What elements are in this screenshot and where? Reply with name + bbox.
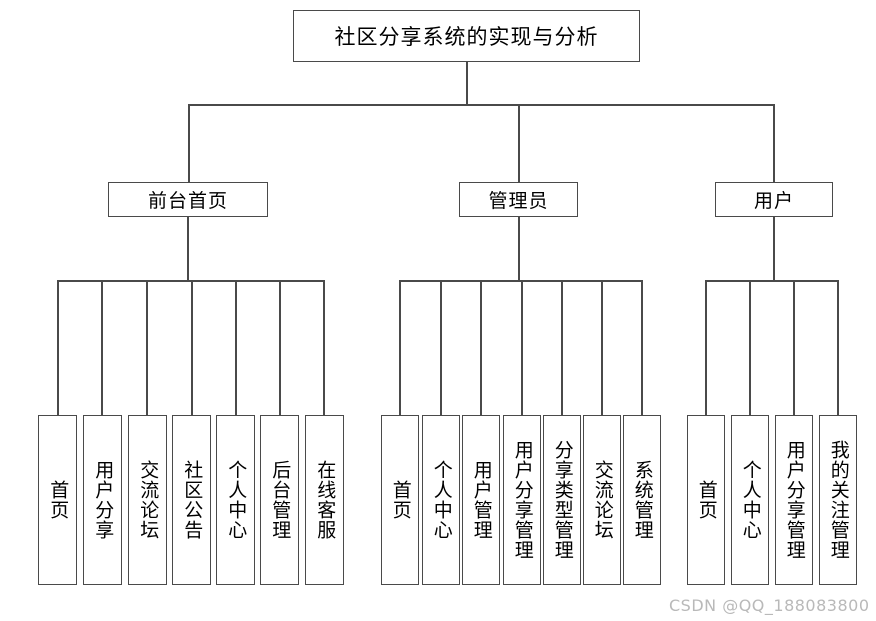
- edge-admin-drop: [518, 217, 520, 281]
- leaf-node-admin-7[interactable]: 系统管理: [623, 415, 661, 585]
- leaf-node-user-1-label: 首页: [695, 480, 718, 520]
- edge-admin-leaf-4: [521, 280, 523, 416]
- leaf-node-frontend-5[interactable]: 个人中心: [216, 415, 255, 585]
- edge-frontend-drop: [187, 217, 189, 281]
- leaf-node-admin-6[interactable]: 交流论坛: [583, 415, 621, 585]
- edge-bus-to-branch-3: [773, 104, 775, 183]
- edge-frontend-leaf-2: [101, 280, 103, 416]
- branch-node-frontend[interactable]: 前台首页: [108, 182, 268, 217]
- edge-admin-leaf-3: [480, 280, 482, 416]
- edge-user-leaf-2: [749, 280, 751, 416]
- leaf-node-user-1[interactable]: 首页: [687, 415, 725, 585]
- edge-admin-leaf-7: [641, 280, 643, 416]
- edge-user-bus: [705, 280, 838, 282]
- root-node[interactable]: 社区分享系统的实现与分析: [293, 10, 640, 62]
- leaf-node-frontend-7[interactable]: 在线客服: [305, 415, 344, 585]
- edge-frontend-bus: [57, 280, 323, 282]
- leaf-node-admin-1-label: 首页: [389, 480, 412, 520]
- leaf-node-frontend-4[interactable]: 社区公告: [172, 415, 211, 585]
- edge-frontend-leaf-1: [57, 280, 59, 416]
- leaf-node-admin-7-label: 系统管理: [631, 460, 654, 540]
- edge-admin-leaf-2: [440, 280, 442, 416]
- leaf-node-admin-6-label: 交流论坛: [591, 460, 614, 540]
- edge-bus-to-branch-1: [188, 104, 190, 183]
- edge-admin-leaf-1: [399, 280, 401, 416]
- leaf-node-user-2[interactable]: 个人中心: [731, 415, 769, 585]
- branch-node-user[interactable]: 用户: [715, 182, 833, 217]
- leaf-node-user-4[interactable]: 我的关注管理: [819, 415, 857, 585]
- branch-node-admin-label: 管理员: [488, 190, 549, 212]
- leaf-node-admin-1[interactable]: 首页: [381, 415, 419, 585]
- leaf-node-user-2-label: 个人中心: [739, 460, 762, 540]
- csdn-watermark: CSDN @QQ_188083800: [669, 596, 870, 615]
- leaf-node-frontend-3-label: 交流论坛: [137, 460, 160, 540]
- edge-user-leaf-4: [837, 280, 839, 416]
- edge-frontend-leaf-7: [323, 280, 325, 416]
- leaf-node-admin-4-label: 用户分享管理: [511, 440, 534, 560]
- edge-frontend-leaf-6: [279, 280, 281, 416]
- branch-node-admin[interactable]: 管理员: [459, 182, 578, 217]
- leaf-node-frontend-7-label: 在线客服: [314, 460, 337, 540]
- edge-admin-leaf-5: [561, 280, 563, 416]
- leaf-node-frontend-6-label: 后台管理: [269, 460, 292, 540]
- edge-frontend-leaf-3: [146, 280, 148, 416]
- leaf-node-frontend-3[interactable]: 交流论坛: [128, 415, 167, 585]
- leaf-node-admin-5-label: 分享类型管理: [551, 440, 574, 560]
- branch-node-user-label: 用户: [753, 190, 794, 212]
- root-node-label: 社区分享系统的实现与分析: [334, 25, 599, 49]
- leaf-node-frontend-1-label: 首页: [47, 480, 70, 520]
- edge-admin-leaf-6: [601, 280, 603, 416]
- edge-main-bus: [188, 104, 775, 106]
- edge-bus-to-branch-2: [518, 104, 520, 183]
- edge-frontend-leaf-4: [191, 280, 193, 416]
- leaf-node-frontend-5-label: 个人中心: [225, 460, 248, 540]
- edge-root-drop: [466, 62, 468, 105]
- leaf-node-admin-3-label: 用户管理: [470, 460, 493, 540]
- leaf-node-admin-2[interactable]: 个人中心: [422, 415, 460, 585]
- leaf-node-frontend-2[interactable]: 用户分享: [83, 415, 122, 585]
- leaf-node-admin-2-label: 个人中心: [430, 460, 453, 540]
- edge-user-leaf-3: [793, 280, 795, 416]
- leaf-node-admin-3[interactable]: 用户管理: [462, 415, 500, 585]
- leaf-node-frontend-4-label: 社区公告: [181, 460, 204, 540]
- leaf-node-frontend-1[interactable]: 首页: [38, 415, 77, 585]
- edge-user-drop: [773, 217, 775, 281]
- leaf-node-frontend-2-label: 用户分享: [92, 460, 115, 540]
- edge-admin-bus: [399, 280, 642, 282]
- edge-frontend-leaf-5: [235, 280, 237, 416]
- leaf-node-admin-4[interactable]: 用户分享管理: [503, 415, 541, 585]
- leaf-node-user-3-label: 用户分享管理: [783, 440, 806, 560]
- branch-node-frontend-label: 前台首页: [147, 190, 228, 212]
- leaf-node-user-4-label: 我的关注管理: [827, 440, 850, 560]
- leaf-node-user-3[interactable]: 用户分享管理: [775, 415, 813, 585]
- leaf-node-frontend-6[interactable]: 后台管理: [260, 415, 299, 585]
- leaf-node-admin-5[interactable]: 分享类型管理: [543, 415, 581, 585]
- edge-user-leaf-1: [705, 280, 707, 416]
